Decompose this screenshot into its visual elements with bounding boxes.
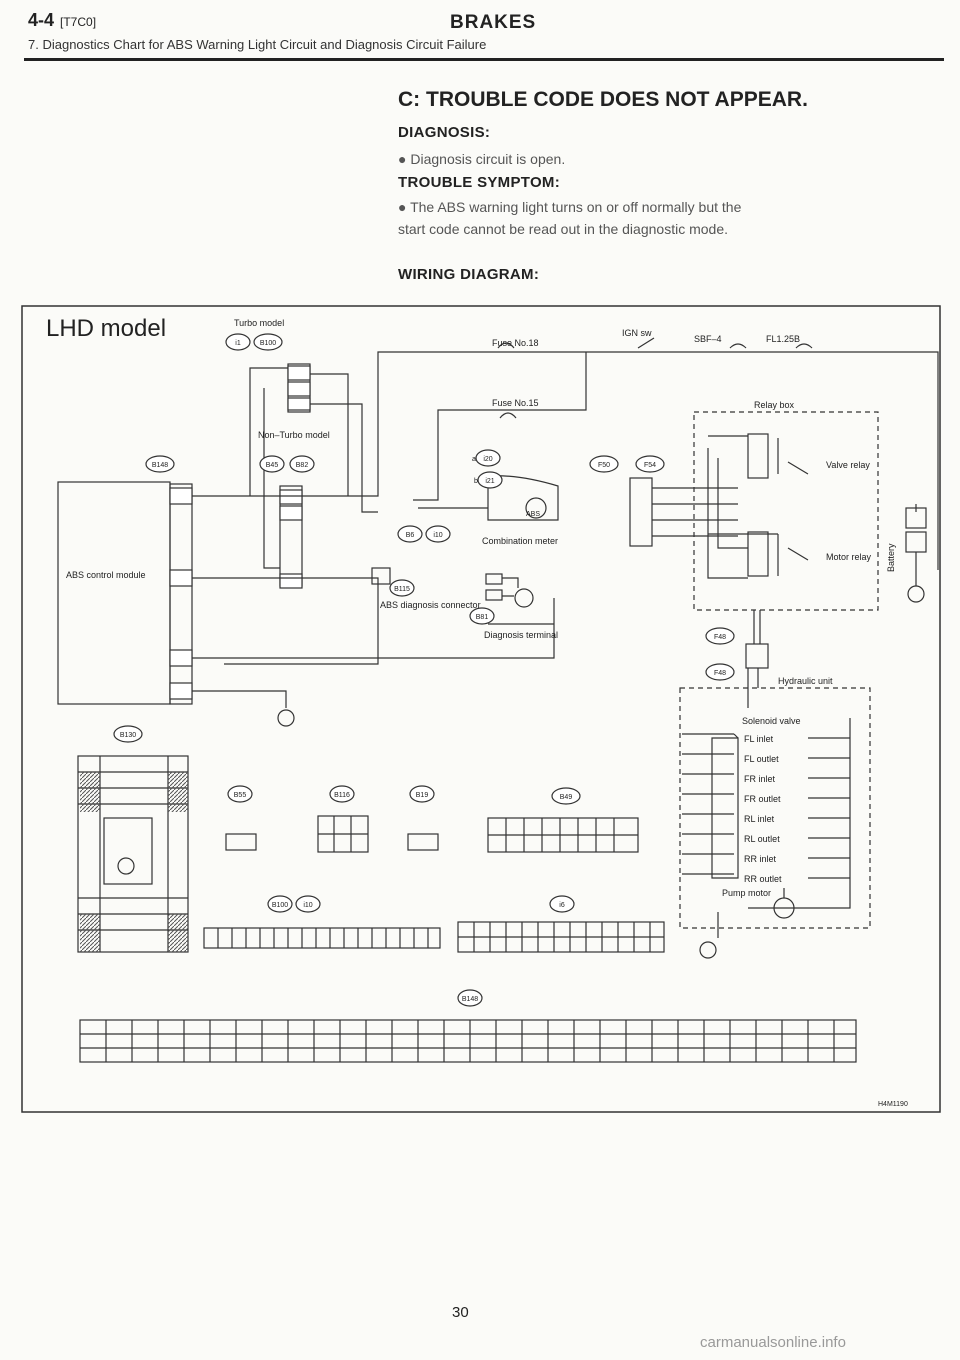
- connector-b116: B116: [334, 792, 350, 799]
- fl-label: FL1.25B: [766, 334, 800, 344]
- fuse-15-label: Fuse No.15: [492, 398, 539, 408]
- connector-f50: F50: [598, 462, 610, 469]
- connector-b-label: b: [474, 478, 478, 485]
- model-label: LHD model: [46, 315, 166, 342]
- diagnosis-item: ● Diagnosis circuit is open.: [398, 151, 566, 167]
- combination-meter-label: Combination meter: [482, 536, 558, 546]
- symptom-line-2: start code cannot be read out in the dia…: [398, 221, 728, 237]
- symptom-label: TROUBLE SYMPTOM:: [398, 174, 561, 191]
- connector-i10: i10: [433, 532, 442, 539]
- connector-f54: F54: [644, 462, 656, 469]
- abs-diag-connector-label: ABS diagnosis connector: [380, 600, 481, 610]
- connector-b49: B49: [560, 794, 573, 801]
- pump-motor-label: Pump motor: [722, 888, 771, 898]
- page-title: BRAKES: [450, 12, 537, 33]
- abs-lamp-label: ABS: [526, 511, 540, 518]
- valve-fr-inlet: FR inlet: [744, 774, 776, 784]
- fuse-18-label: Fuse No.18: [492, 338, 539, 348]
- header-rule: [24, 58, 944, 61]
- hydraulic-unit-label: Hydraulic unit: [778, 676, 833, 686]
- diagnosis-label: DIAGNOSIS:: [398, 124, 491, 141]
- motor-relay-label: Motor relay: [826, 552, 872, 562]
- wiring-label: WIRING DIAGRAM:: [398, 266, 540, 283]
- connector-f48: F48: [714, 634, 726, 641]
- connector-b45: B45: [266, 462, 279, 469]
- connector-i1: i1: [235, 340, 241, 347]
- section-code: [T7C0]: [60, 15, 97, 29]
- watermark: carmanualsonline.info: [700, 1334, 846, 1351]
- valve-rr-inlet: RR inlet: [744, 854, 777, 864]
- valve-fr-outlet: FR outlet: [744, 794, 781, 804]
- solenoid-valve-label: Solenoid valve: [742, 716, 801, 726]
- connector-b148b: B148: [462, 996, 478, 1003]
- valve-fl-outlet: FL outlet: [744, 754, 779, 764]
- connector-a-label: a: [472, 456, 476, 463]
- section-heading: C: TROUBLE CODE DOES NOT APPEAR.: [398, 88, 808, 111]
- connector-b81: B81: [476, 614, 489, 621]
- section-number: 4-4[T7C0]: [28, 10, 97, 30]
- turbo-model-label: Turbo model: [234, 318, 284, 328]
- wiring-diagram: LHD model Turbo model Non–Turbo model Fu…: [21, 305, 941, 1113]
- valve-rr-outlet: RR outlet: [744, 874, 782, 884]
- connector-f48b: F48: [714, 670, 726, 677]
- non-turbo-label: Non–Turbo model: [258, 430, 330, 440]
- abs-module-label: ABS control module: [66, 570, 146, 580]
- valve-rl-inlet: RL inlet: [744, 814, 775, 824]
- valve-rl-outlet: RL outlet: [744, 834, 780, 844]
- connector-b100b: B100: [272, 902, 288, 909]
- symptom-line-1: ● The ABS warning light turns on or off …: [398, 199, 742, 215]
- connector-b115: B115: [394, 586, 410, 593]
- battery-label: Battery: [886, 543, 896, 572]
- connector-b19: B19: [416, 792, 429, 799]
- connector-i10b: i10: [303, 902, 312, 909]
- diagnosis-terminal-label: Diagnosis terminal: [484, 630, 558, 640]
- connector-b148: B148: [152, 462, 168, 469]
- connector-i20: i20: [483, 456, 492, 463]
- figure-code: H4M1190: [878, 1101, 908, 1108]
- page-number: 30: [452, 1304, 469, 1321]
- connector-b100: B100: [260, 340, 276, 347]
- ign-sw-label: IGN sw: [622, 328, 652, 338]
- sbf-label: SBF–4: [694, 334, 722, 344]
- connector-b6: B6: [406, 532, 415, 539]
- connector-b130: B130: [120, 732, 136, 739]
- connector-b55: B55: [234, 792, 247, 799]
- connector-b82: B82: [296, 462, 309, 469]
- relay-box-label: Relay box: [754, 400, 795, 410]
- valve-relay-label: Valve relay: [826, 460, 870, 470]
- valve-fl-inlet: FL inlet: [744, 734, 774, 744]
- connector-i6: i6: [559, 902, 565, 909]
- connector-i21: i21: [485, 478, 494, 485]
- page-subtitle: 7. Diagnostics Chart for ABS Warning Lig…: [28, 37, 487, 52]
